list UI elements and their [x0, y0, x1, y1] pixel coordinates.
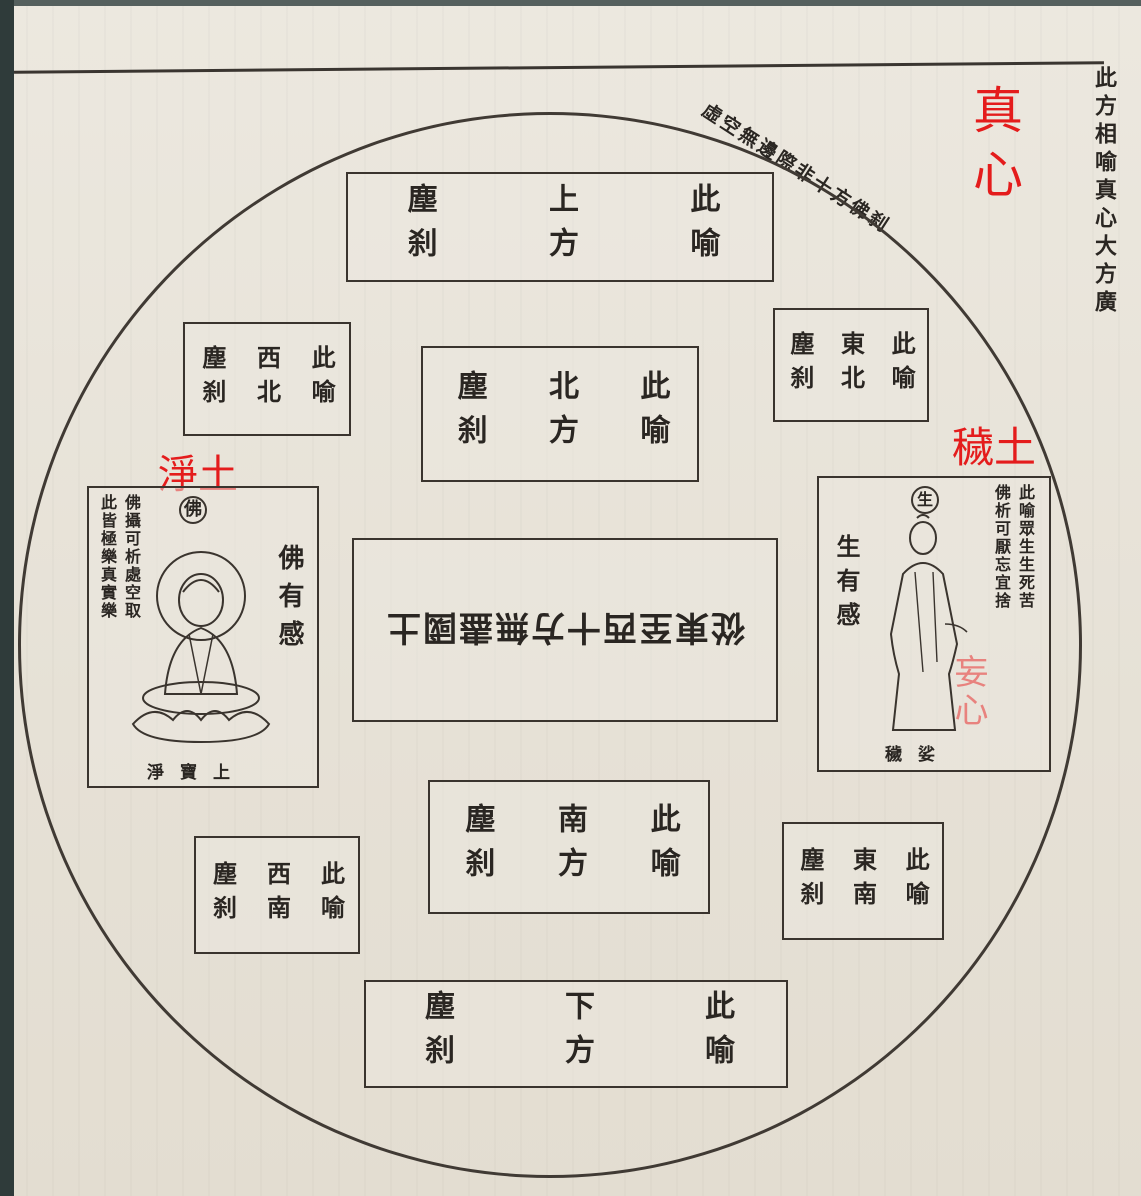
box-bottom: 此喻 下方 塵刹: [364, 980, 788, 1088]
annotation-zhenxin: 真心: [965, 84, 1023, 212]
box-northeast-col-1: 此喻: [887, 331, 917, 399]
buddha-figure-icon: [131, 551, 271, 744]
box-southwest-col-2: 西南: [262, 861, 292, 929]
sentient-caption-1: 此喻眾生生死苦: [1016, 484, 1035, 610]
left-edge: [0, 0, 14, 1196]
sentient-footer: 穢娑: [885, 745, 951, 765]
box-top-col-1: 此喻: [684, 183, 720, 271]
buddha-seal: 佛: [179, 496, 207, 524]
box-northwest-col-2: 西北: [252, 345, 282, 413]
buddha-footer: 淨寶上: [147, 763, 246, 783]
sentient-panel: 生 此喻眾生生死苦 佛析可厭忘宜捨 生有感 穢娑: [817, 476, 1051, 772]
box-top-col-3: 塵刹: [401, 183, 437, 271]
buddha-caption-1: 佛攝可析處空取: [122, 494, 141, 620]
box-bottom-col-3: 塵刹: [419, 990, 454, 1078]
box-top: 此喻 上方 塵刹: [346, 172, 774, 282]
box-north: 此喻 北方 塵刹: [421, 346, 699, 482]
box-southeast-col-3: 塵刹: [795, 847, 825, 915]
annotation-huitu: 穢土: [952, 423, 1037, 472]
box-south: 此喻 南方 塵刹: [428, 780, 710, 914]
box-north-col-1: 此喻: [634, 370, 670, 458]
sentient-left-label: 生有感: [832, 534, 861, 636]
box-center: 從東至西十方無盡國土: [352, 538, 778, 722]
box-south-col-1: 此喻: [644, 803, 680, 891]
box-southwest-col-3: 塵刹: [208, 861, 238, 929]
sentient-seal: 生: [911, 486, 939, 514]
center-text: 從東至西十方無盡國土: [385, 606, 745, 647]
side-title: 此方相喻真心大方廣: [1091, 66, 1117, 318]
box-top-col-2: 上方: [542, 183, 578, 271]
buddha-panel: 佛 佛攝可析處空取 此皆極樂真實樂 佛有感 淨寶上: [87, 486, 319, 788]
box-southwest-col-1: 此喻: [316, 861, 346, 929]
universe-circle: [18, 112, 1082, 1178]
box-south-col-2: 南方: [551, 803, 587, 891]
box-northeast-col-3: 塵刹: [785, 331, 815, 399]
box-southeast-col-1: 此喻: [901, 847, 931, 915]
box-northeast-col-2: 東北: [836, 331, 866, 399]
box-south-col-3: 塵刹: [459, 803, 495, 891]
sentient-caption-2: 佛析可厭忘宜捨: [992, 484, 1011, 610]
box-southeast: 此喻 東南 塵刹: [782, 822, 944, 940]
box-northwest-col-3: 塵刹: [197, 345, 227, 413]
box-northeast: 此喻 東北 塵刹: [773, 308, 929, 422]
box-north-col-3: 塵刹: [451, 370, 487, 458]
box-southwest: 此喻 西南 塵刹: [194, 836, 360, 954]
box-northwest: 此喻 西北 塵刹: [183, 322, 351, 436]
buddha-caption-2: 此皆極樂真實樂: [98, 494, 117, 620]
box-northwest-col-1: 此喻: [307, 345, 337, 413]
top-border: [0, 0, 1141, 6]
buddha-right-label: 佛有感: [274, 544, 304, 658]
box-southeast-col-2: 東南: [848, 847, 878, 915]
box-north-col-2: 北方: [542, 370, 578, 458]
box-bottom-col-2: 下方: [559, 990, 594, 1078]
box-bottom-col-1: 此喻: [699, 990, 734, 1078]
sentient-figure-icon: [889, 514, 968, 731]
